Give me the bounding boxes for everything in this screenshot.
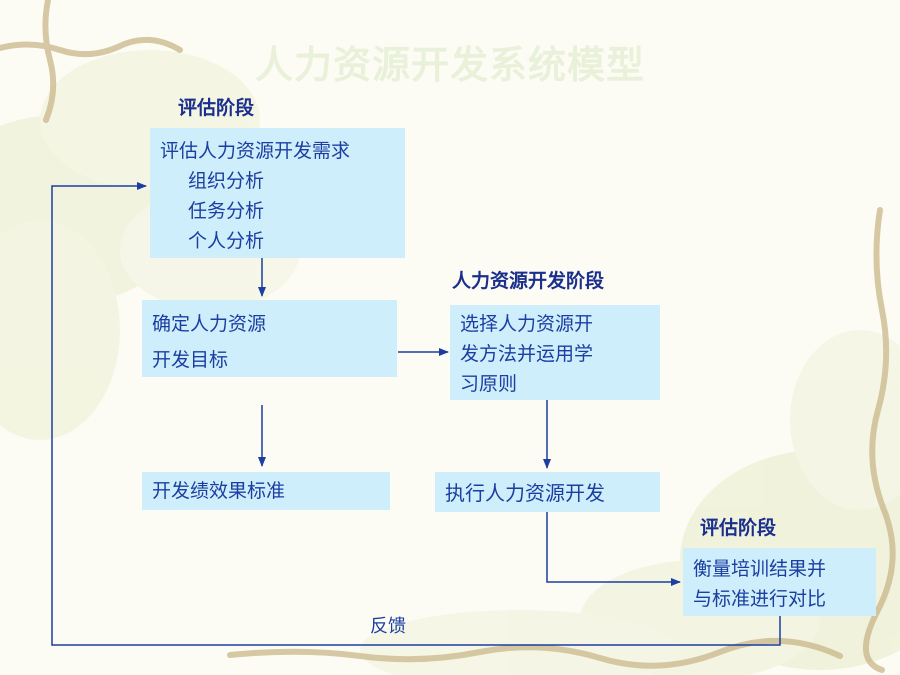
needs-assessment-box: 评估人力资源开发需求 组织分析 任务分析 个人分析 <box>150 128 405 258</box>
methods-line-3: 习原则 <box>460 373 518 395</box>
heading-development: 人力资源开发阶段 <box>452 270 605 292</box>
goals-box: 确定人力资源 开发目标 <box>142 300 397 377</box>
individual-analysis: 个人分析 <box>188 230 265 252</box>
heading-assess-bottom: 评估阶段 <box>700 517 777 539</box>
page-title: 人力资源开发系统模型 <box>254 43 645 87</box>
goals-line-2: 开发目标 <box>152 349 229 371</box>
org-analysis: 组织分析 <box>188 170 265 192</box>
methods-line-1: 选择人力资源开 <box>460 313 594 335</box>
methods-line-2: 发方法并运用学 <box>460 343 594 365</box>
measure-line-1: 衡量培训结果并 <box>693 558 827 580</box>
criteria-box: 开发绩效果标准 <box>142 472 390 510</box>
criteria-line: 开发绩效果标准 <box>152 480 286 502</box>
goals-line-1: 确定人力资源 <box>152 313 267 335</box>
heading-assess-top: 评估阶段 <box>178 97 255 119</box>
feedback-label: 反馈 <box>370 616 406 637</box>
needs-title: 评估人力资源开发需求 <box>160 140 351 162</box>
methods-box: 选择人力资源开 发方法并运用学 习原则 <box>450 305 660 400</box>
measure-box: 衡量培训结果并 与标准进行对比 <box>683 548 876 616</box>
task-analysis: 任务分析 <box>188 200 265 222</box>
measure-line-2: 与标准进行对比 <box>693 588 827 610</box>
execute-line: 执行人力资源开发 <box>445 481 605 505</box>
execute-box: 执行人力资源开发 <box>435 472 660 512</box>
